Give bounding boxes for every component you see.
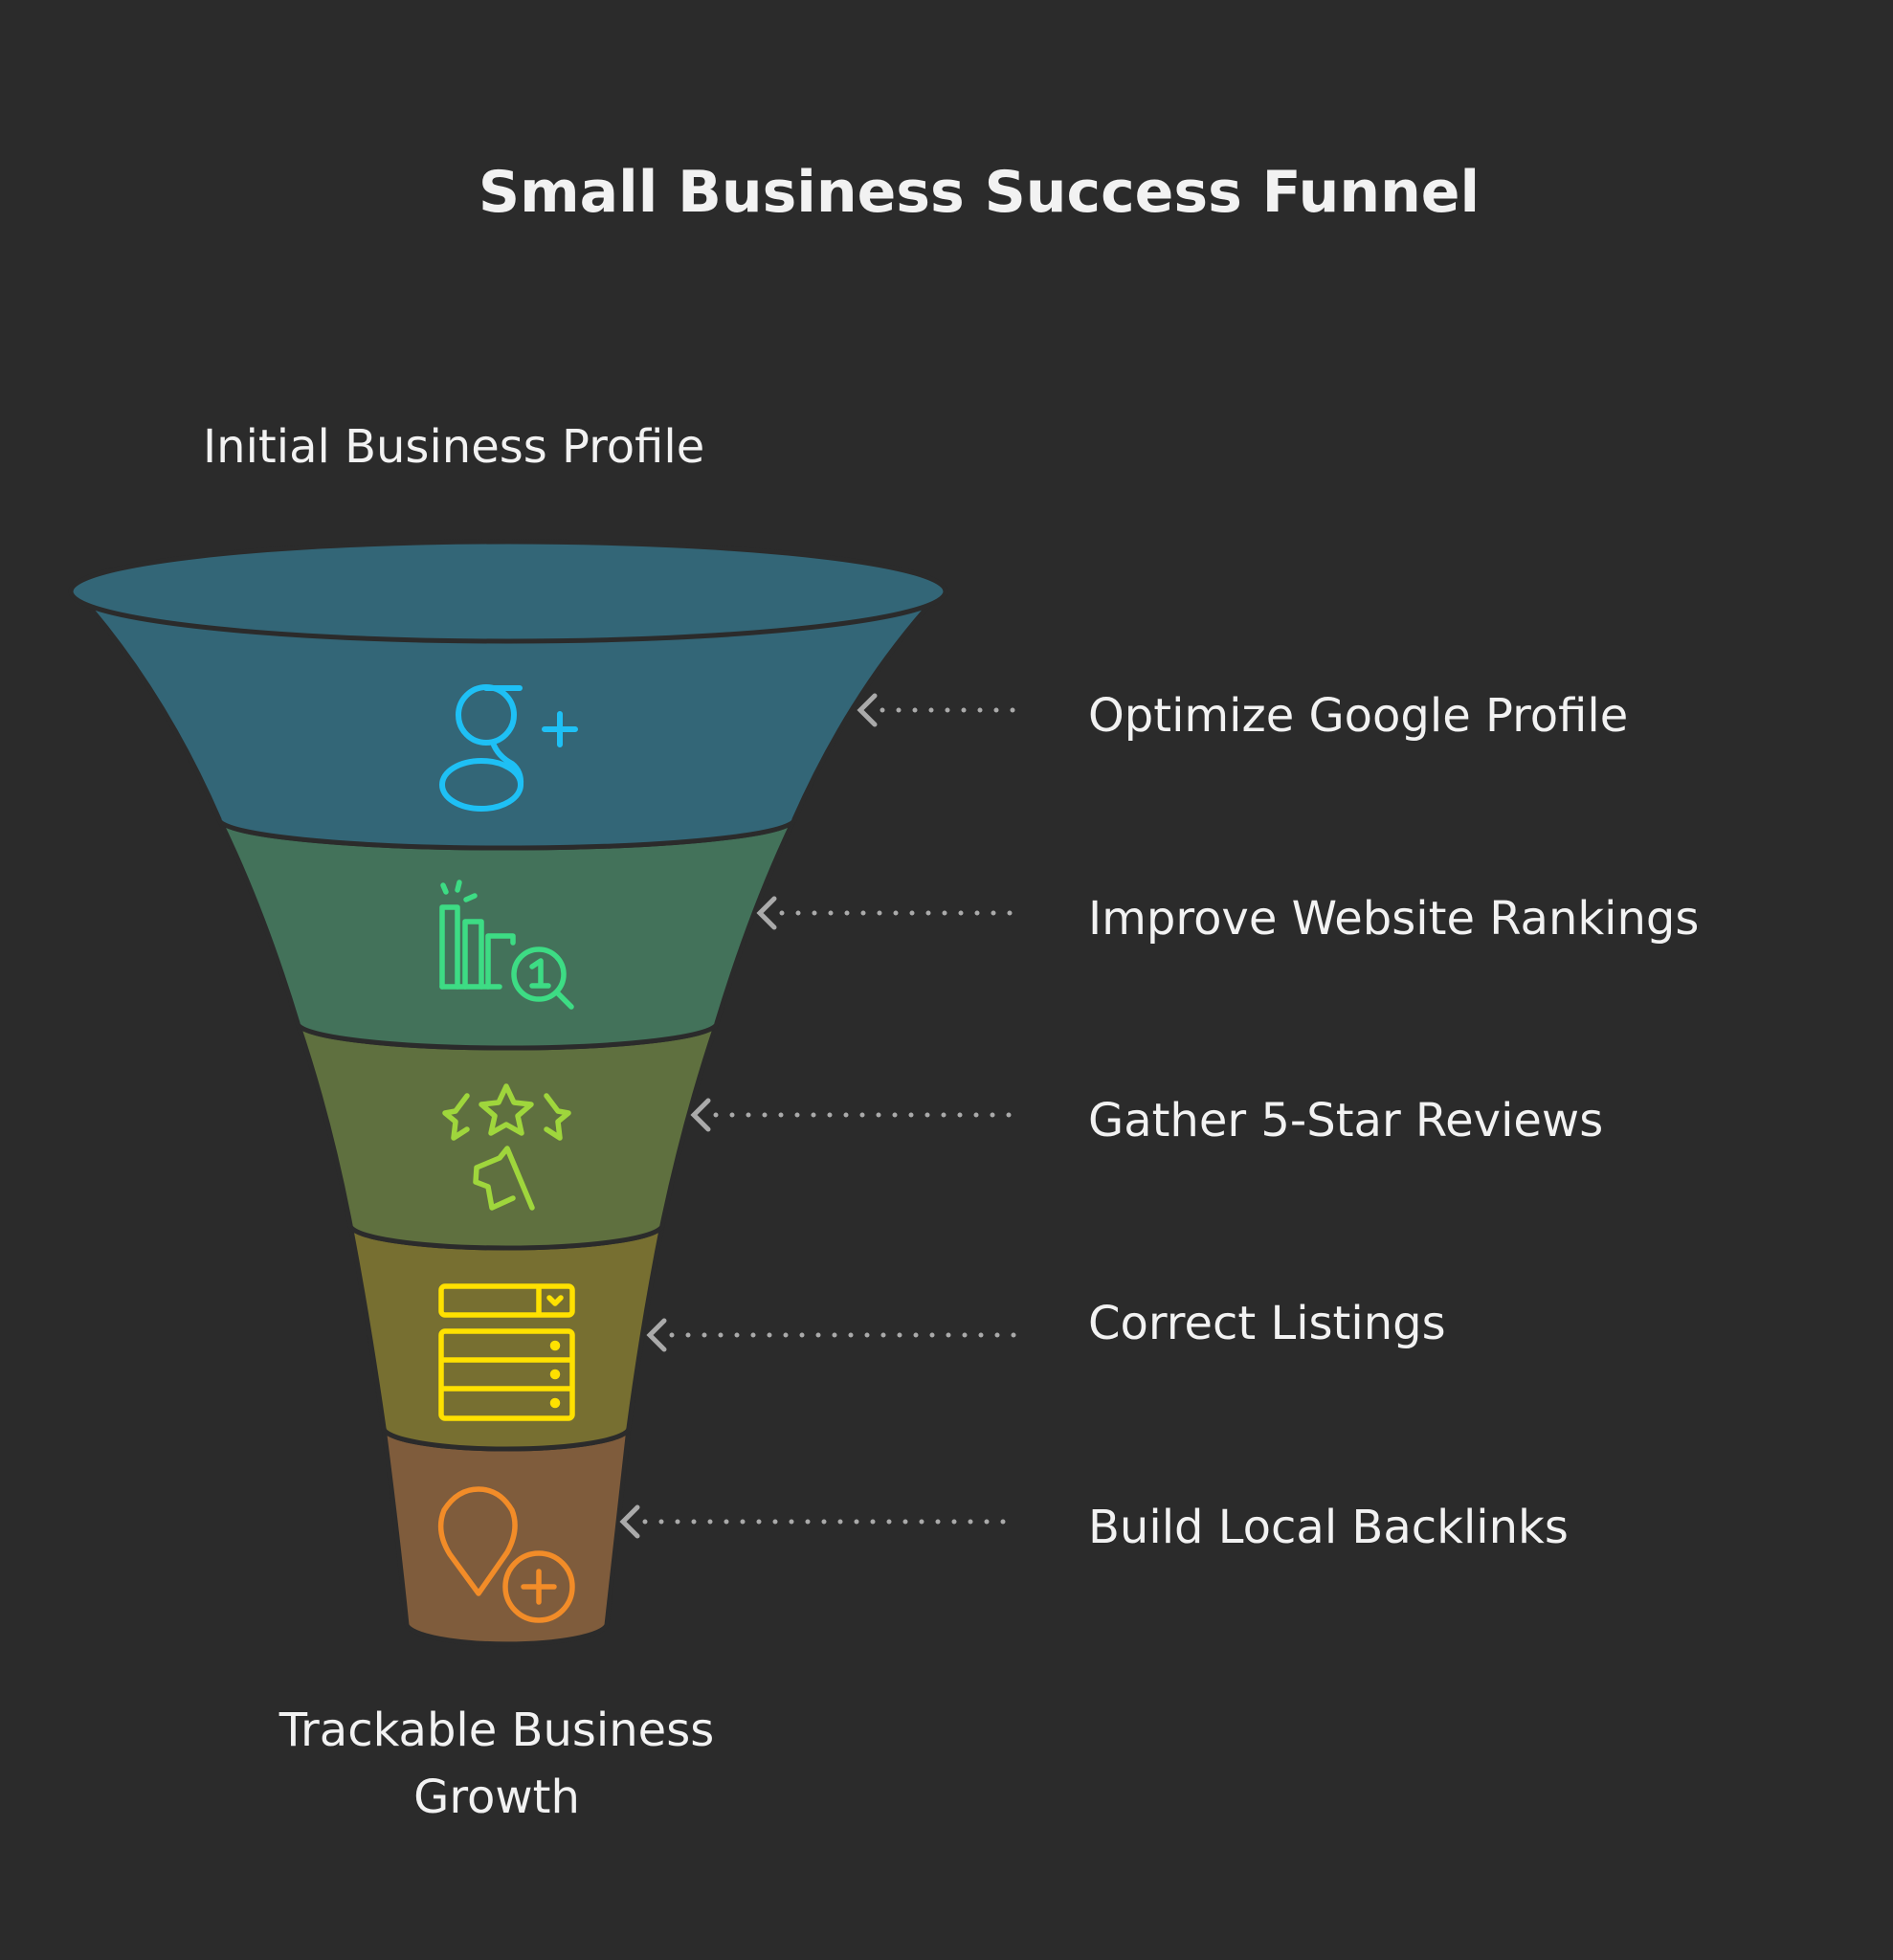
diagram-title: Small Business Success Funnel [479, 159, 1480, 226]
funnel-band-5 [381, 1427, 632, 1647]
ranking-search-icon [439, 880, 574, 1010]
bottom-label-line-1: Trackable Business [278, 1704, 714, 1757]
stage-label-4: Correct Listings [1088, 1297, 1446, 1350]
location-add-icon [437, 1486, 575, 1623]
stage-label-5: Build Local Backlinks [1088, 1501, 1569, 1554]
google-plus-icon [439, 684, 578, 812]
arrow-stage-5 [619, 1504, 1018, 1539]
arrow-stage-1 [857, 693, 1018, 727]
bottom-label-line-2: Growth [413, 1771, 580, 1824]
stage-arrows [619, 693, 1018, 1539]
funnel-band-3 [295, 1022, 720, 1251]
arrow-stage-3 [690, 1098, 1018, 1132]
funnel-band-4 [347, 1224, 665, 1452]
star-reviews-icon [442, 1083, 571, 1211]
stage-label-1: Optimize Google Profile [1088, 689, 1628, 743]
top-label: Initial Business Profile [203, 420, 704, 474]
stage-label-3: Gather 5-Star Reviews [1088, 1094, 1603, 1147]
arrow-stage-4 [646, 1318, 1018, 1352]
listings-icon [438, 1283, 575, 1421]
arrow-stage-2 [756, 896, 1018, 930]
stage-label-2: Improve Website Rankings [1088, 892, 1699, 946]
funnel-top-rim [68, 539, 948, 644]
